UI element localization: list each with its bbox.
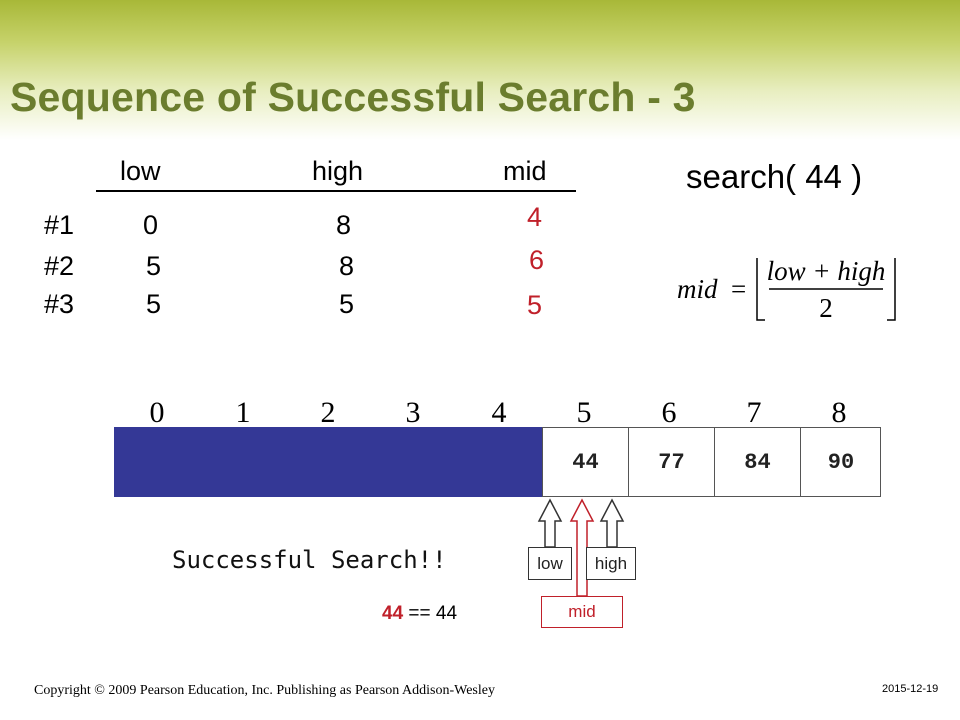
header-mid: mid bbox=[503, 156, 547, 186]
array-index: 8 bbox=[831, 396, 847, 429]
row-mid: 5 bbox=[527, 290, 543, 320]
array-cell: 44 bbox=[542, 427, 628, 497]
array-cell: 77 bbox=[628, 427, 714, 497]
comparison-left: 44 bbox=[382, 603, 404, 624]
array-cell-eliminated bbox=[285, 427, 370, 497]
array-index: 2 bbox=[320, 396, 336, 429]
array-cell-eliminated bbox=[456, 427, 542, 497]
success-message: Successful Search!! bbox=[172, 546, 447, 574]
comparison-right: 44 bbox=[435, 603, 458, 624]
array-index: 7 bbox=[746, 396, 762, 429]
row-high: 8 bbox=[339, 251, 355, 281]
formula-eq: = bbox=[731, 274, 746, 304]
row-low: 5 bbox=[146, 251, 162, 281]
array-index: 5 bbox=[576, 396, 592, 429]
search-call: search( 44 ) bbox=[686, 158, 863, 195]
header-high: high bbox=[312, 156, 364, 186]
array-cell-eliminated bbox=[370, 427, 456, 497]
array-cell: 84 bbox=[714, 427, 800, 497]
row-low: 0 bbox=[143, 210, 159, 240]
formula-denominator: 2 bbox=[819, 293, 833, 323]
mid-pointer-label: mid bbox=[541, 596, 623, 628]
row-mid: 6 bbox=[529, 245, 545, 275]
slide-title: Sequence of Successful Search - 3 bbox=[10, 74, 696, 120]
copyright-footer: Copyright © 2009 Pearson Education, Inc.… bbox=[34, 683, 495, 698]
array-cell-eliminated bbox=[114, 427, 200, 497]
array-cell-eliminated bbox=[200, 427, 285, 497]
row-mid: 4 bbox=[527, 202, 543, 232]
row-label: #3 bbox=[44, 289, 75, 319]
low-pointer-arrow bbox=[537, 498, 563, 548]
array-cell: 90 bbox=[800, 427, 881, 497]
row-high: 5 bbox=[339, 289, 355, 319]
floor-bracket-left bbox=[756, 258, 765, 321]
row-high: 8 bbox=[336, 210, 352, 240]
row-low: 5 bbox=[146, 289, 162, 319]
array-index: 3 bbox=[405, 396, 421, 429]
array-index: 6 bbox=[661, 396, 677, 429]
header-band bbox=[0, 0, 960, 140]
header-low: low bbox=[120, 156, 161, 186]
row-label: #1 bbox=[44, 210, 75, 240]
low-pointer-label: low bbox=[528, 547, 572, 580]
array-index: 4 bbox=[491, 396, 507, 429]
high-pointer-arrow bbox=[599, 498, 625, 548]
mid-formula: mid = low + high 2 bbox=[677, 256, 896, 323]
floor-bracket-right bbox=[887, 258, 896, 321]
high-pointer-label: high bbox=[586, 547, 636, 580]
header-underline bbox=[96, 190, 576, 192]
slide-date: 2015-12-19 bbox=[882, 683, 939, 695]
formula-lhs: mid bbox=[677, 274, 718, 304]
row-label: #2 bbox=[44, 251, 75, 281]
array-index: 0 bbox=[149, 396, 165, 429]
array-index: 1 bbox=[235, 396, 251, 429]
formula-numerator: low + high bbox=[767, 256, 886, 286]
comparison: 44 == 44 bbox=[382, 603, 457, 625]
comparison-op: == bbox=[408, 603, 431, 624]
